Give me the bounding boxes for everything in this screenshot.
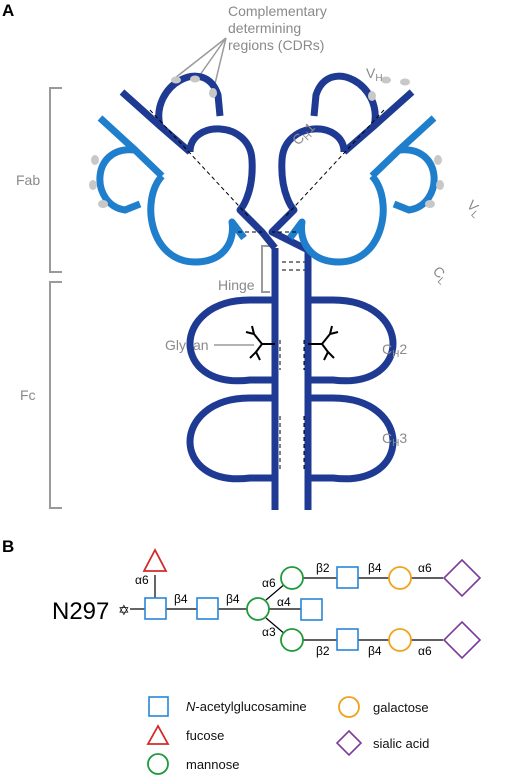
glcnac-lower [336,628,359,651]
right-light-chain [287,115,438,266]
glcnac-bisecting [300,598,323,621]
linkage-lower-gal: β4 [368,644,382,658]
galactose-lower [388,628,412,652]
legend: N-acetylglucosamine fucose mannose galac… [146,696,429,775]
linkage-bisect: α4 [277,595,291,609]
mannose-core [246,597,270,621]
mannose-upper [280,566,304,590]
legend-galactose: galactose [373,700,429,715]
cdr-mark [91,155,99,165]
vl-label: VL [462,197,486,221]
left-light-chain [96,115,247,266]
cdr-mark [368,91,376,101]
fucose-residue [142,548,168,572]
linkage-lower-arm: α3 [262,625,276,639]
cdr-title-line-3: regions (CDRs) [228,37,324,53]
fc-ch2-left [186,296,275,385]
n297-label: N297 [52,598,109,625]
sialic-acid-upper [442,558,482,598]
hinge-label: Hinge [218,277,255,293]
cdr-title-line-1: Complementary [228,3,327,19]
cdr-pointer-lines [174,37,227,93]
ch3-label: CH3 [382,430,407,449]
glycan-tree-left [245,325,275,361]
fc-ch3-left [186,394,275,483]
cdr-mark [381,76,391,84]
cdr-mark [89,180,97,190]
linkage-lower-glcnac: β2 [316,644,330,658]
vh-label: VH [366,65,383,84]
cdr-mark [434,155,442,165]
cdr-mark [190,75,200,83]
linkage-upper-sia: α6 [418,561,432,575]
fab-dashes [149,109,385,233]
glycan-bonds [130,575,443,641]
fc-bracket [49,281,62,509]
legend-sialic-acid-icon [335,729,363,757]
linkage-upper-gal: β4 [368,561,382,575]
cdr-mark [436,180,444,190]
legend-sialic-acid: sialic acid [373,736,429,751]
linkage-fucose: α6 [135,573,149,587]
fc-ch2-right [308,296,397,385]
cdr-title: Complementary determining regions (CDRs) [228,3,327,53]
hinge-disulfides [282,261,308,271]
fab-label: Fab [16,172,40,188]
mannose-lower [280,628,304,652]
legend-mannose: mannose [186,757,239,772]
ch2-label: CH2 [382,341,407,360]
legend-galactose-icon [338,696,360,718]
cdr-mark [98,200,108,208]
cdr-mark [209,88,217,98]
legend-glcnac: N-acetylglucosamine [186,699,307,714]
panel-b-label: B [2,537,14,556]
cdr-mark [425,200,435,208]
sialic-acid-lower [442,620,482,660]
panel-a-label: A [2,1,14,20]
left-heavy-chain [119,72,279,510]
fc-ch3-right [308,394,397,483]
cdr-markers [89,75,444,208]
cdr-title-line-2: determining [228,20,301,36]
legend-fucose: fucose [186,728,224,743]
linkage-upper-glcnac: β2 [316,561,330,575]
fc-dashes [279,340,305,470]
hinge-bracket [261,245,270,293]
legend-mannose-icon [147,753,169,775]
legend-glcnac-icon [148,696,169,717]
galactose-upper [388,566,412,590]
cl-label: CL [428,263,453,288]
glcnac-residue-2 [196,597,219,620]
linkage-upper-arm: α6 [262,576,276,590]
glcnac-upper [336,566,359,589]
linkage-glcnac-glcnac: β4 [174,592,188,606]
legend-fucose-icon [146,724,170,745]
attachment-star-icon: ✡ [118,603,130,619]
fab-bracket [49,87,62,273]
cdr-mark [171,76,181,84]
glcnac-residue-1 [144,597,167,620]
ch1-label: CH1 [289,119,320,150]
linkage-glcnac-man: β4 [226,592,240,606]
fc-label: Fc [20,387,36,403]
cdr-mark [400,78,410,86]
linkage-lower-sia: α6 [418,644,432,658]
glycan-tree-right [308,325,339,361]
